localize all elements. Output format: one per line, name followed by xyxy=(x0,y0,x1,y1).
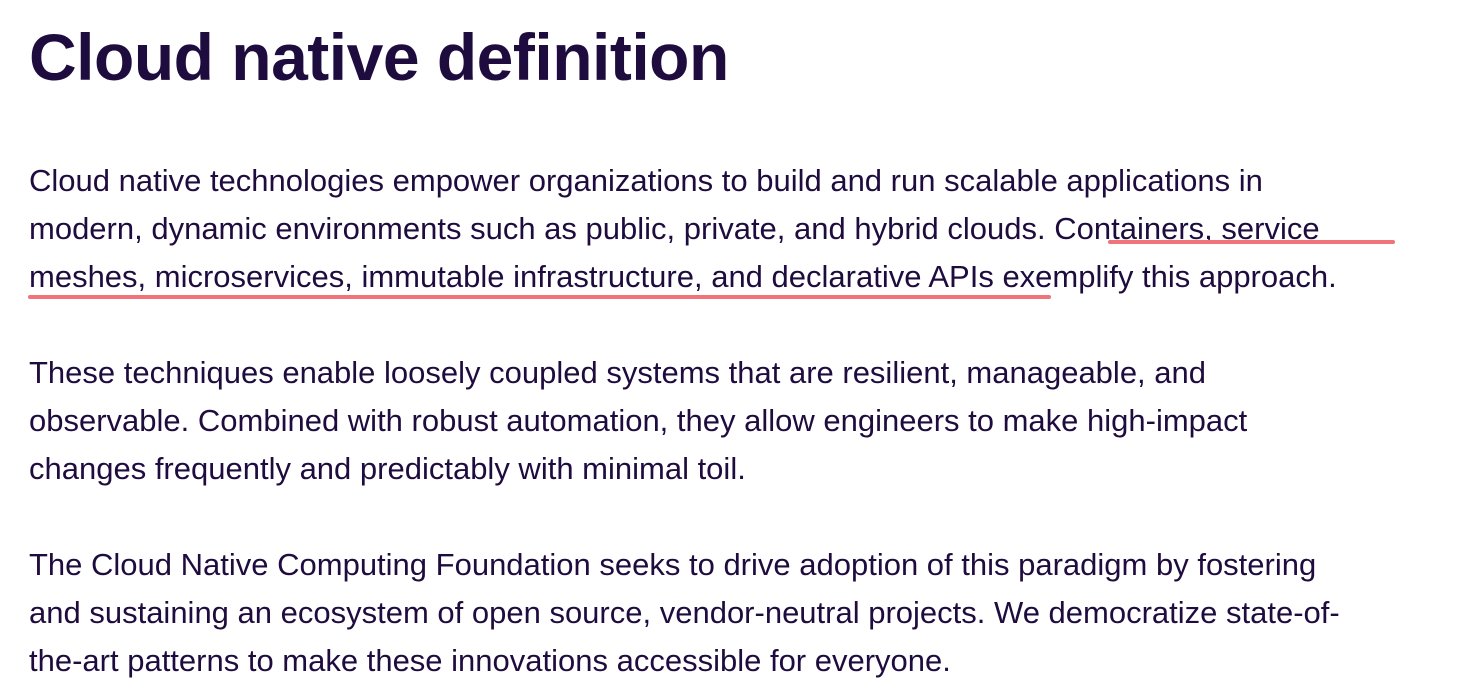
highlight-underline xyxy=(28,295,1051,299)
paragraph-line: The Cloud Native Computing Foundation se… xyxy=(29,547,1317,582)
highlight-underline xyxy=(1108,240,1395,244)
paragraph-line: observable. Combined with robust automat… xyxy=(29,403,1248,438)
page-title: Cloud native definition xyxy=(29,20,729,94)
paragraph-line: modern, dynamic environments such as pub… xyxy=(29,205,1337,253)
paragraph-line: meshes, microservices, immutable infrast… xyxy=(29,253,1337,301)
text-run: exemplify this approach. xyxy=(993,259,1337,294)
paragraph-techniques: These techniques enable loosely coupled … xyxy=(29,349,1247,493)
paragraph-definition: Cloud native technologies empower organi… xyxy=(29,157,1337,301)
paragraph-line: These techniques enable loosely coupled … xyxy=(29,355,1207,390)
paragraph-line: changes frequently and predictably with … xyxy=(29,451,746,486)
paragraph-line: Cloud native technologies empower organi… xyxy=(29,157,1337,205)
text-run: modern, dynamic environments such as pub… xyxy=(29,211,1055,246)
paragraph-foundation: The Cloud Native Computing Foundation se… xyxy=(29,541,1340,685)
highlighted-text: meshes, microservices, immutable infrast… xyxy=(29,259,994,294)
paragraph-line: the-art patterns to make these innovatio… xyxy=(29,643,951,678)
paragraph-line: and sustaining an ecosystem of open sour… xyxy=(29,595,1340,630)
text-run: Cloud native technologies empower organi… xyxy=(29,163,1263,198)
